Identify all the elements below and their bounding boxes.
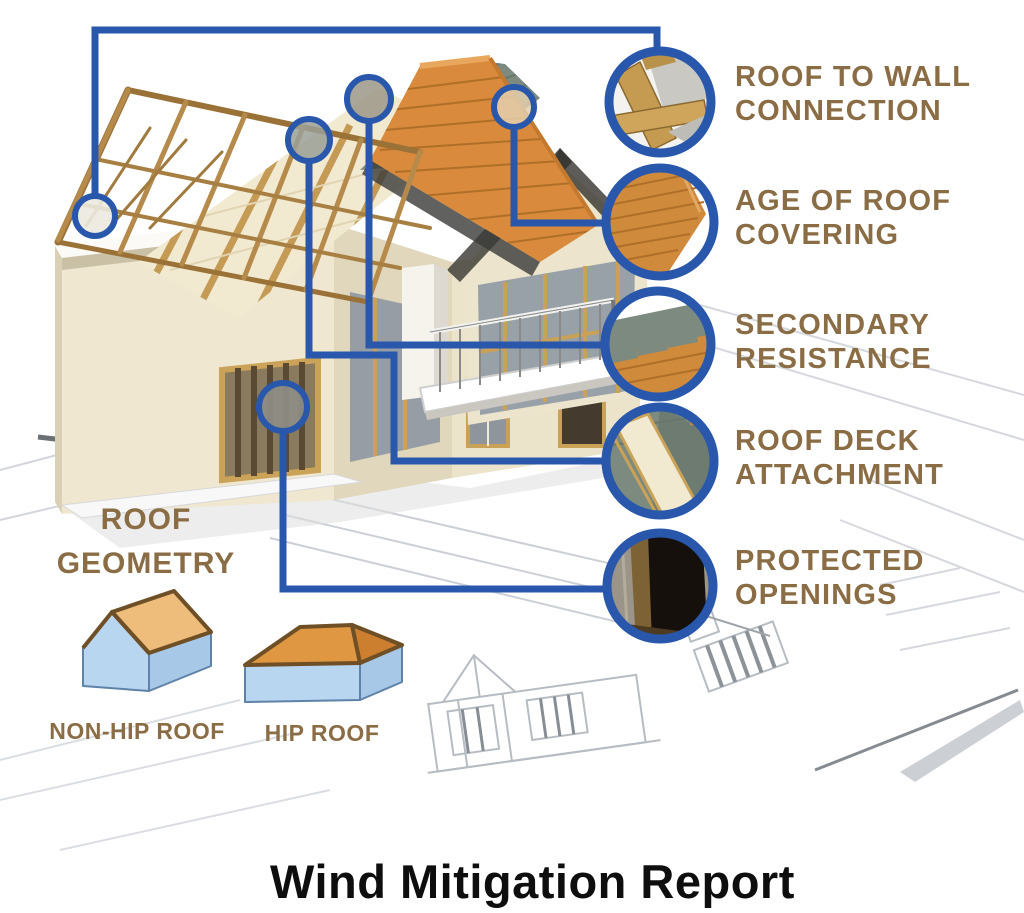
age-of-roof-detail-icon [608, 170, 712, 274]
marker-age-of-roof [491, 84, 537, 130]
roof-geometry-title-line: ROOF [100, 503, 192, 536]
non-hip-roof-icon [81, 589, 213, 692]
label-roof-to-wall-connection: ROOF TO WALL CONNECTION [735, 60, 1023, 128]
label-line: ROOF TO WALL [735, 61, 972, 93]
connector-roof-deck [305, 161, 604, 465]
marker-protected-openings [256, 380, 310, 434]
label-line: OPENINGS [735, 579, 898, 611]
label-hip-roof: HIP ROOF [264, 720, 380, 746]
label-line: PROTECTED [735, 545, 925, 577]
protected-openings-detail-icon [609, 535, 711, 637]
connector-age-of-roof [510, 127, 604, 227]
label-line: RESISTANCE [735, 343, 932, 375]
connector-lines [91, 26, 661, 593]
roof-geometry-title-line: GEOMETRY [56, 547, 236, 580]
roof-geometry-title: ROOF GEOMETRY [38, 498, 254, 586]
label-age-of-roof-covering: AGE OF ROOF COVERING [735, 184, 1023, 252]
house-ground-shadow [60, 450, 662, 548]
hip-roof-icon [243, 623, 404, 703]
label-line: AGE OF ROOF [735, 185, 952, 217]
label-line: CONNECTION [735, 95, 942, 127]
roof-geometry-icons [81, 589, 404, 703]
label-non-hip-roof: NON-HIP ROOF [49, 718, 225, 744]
label-roof-deck-attachment: ROOF DECK ATTACHMENT [735, 424, 1023, 492]
marker-roof-to-wall [72, 193, 118, 239]
connector-roof-to-wall [91, 26, 661, 196]
marker-secondary-resistance [344, 74, 394, 124]
protected-openings-circle-ring [602, 528, 718, 644]
secondary-resistance-circle-ring [600, 286, 716, 402]
roof-deck-circle-ring [601, 402, 719, 520]
report-title: Wind Mitigation Report [270, 855, 795, 908]
blueprint-background [0, 304, 1024, 851]
label-line: SECONDARY [735, 309, 931, 341]
callout-markers [72, 74, 537, 434]
roof-to-wall-circle-ring [604, 46, 716, 158]
secondary-resistance-detail-icon [607, 293, 709, 395]
age-of-roof-circle-ring [601, 163, 719, 281]
connector-secondary-resistance [365, 121, 603, 349]
label-secondary-resistance: SECONDARY RESISTANCE [735, 308, 1023, 376]
label-line: COVERING [735, 219, 900, 251]
marker-roof-deck [285, 116, 333, 164]
label-protected-openings: PROTECTED OPENINGS [735, 544, 1023, 612]
connector-protected-openings [279, 431, 607, 593]
label-line: ATTACHMENT [735, 459, 945, 491]
label-line: ROOF DECK [735, 425, 920, 457]
detail-circles [600, 46, 719, 644]
roof-to-wall-detail-icon [611, 53, 709, 151]
